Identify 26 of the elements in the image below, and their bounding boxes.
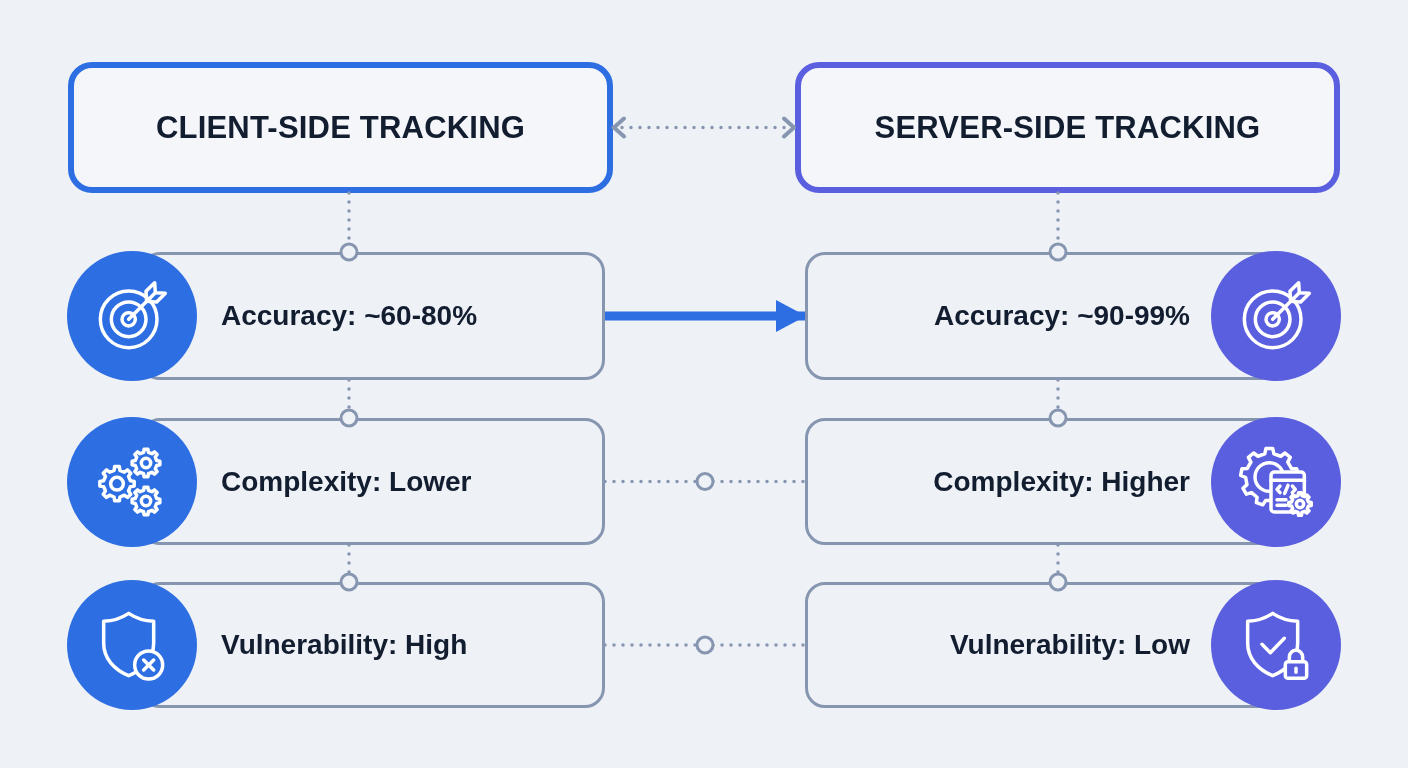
metric-row-box — [67, 582, 605, 708]
metric-label: Accuracy: ~60-80% — [221, 300, 478, 332]
dotted-connector — [1048, 378, 1068, 428]
metric-row-box — [67, 252, 605, 380]
dotted-connector — [603, 479, 807, 484]
dotted-connector — [339, 191, 359, 262]
metric-label: Accuracy: ~90-99% — [933, 300, 1190, 332]
metric-row-box — [805, 252, 1341, 380]
dotted-connector — [1048, 543, 1068, 592]
metric-label: Vulnerability: High — [221, 629, 468, 661]
metric-label: Vulnerability: Low — [949, 629, 1190, 661]
dotted-connector — [603, 643, 807, 647]
metric-row-box — [805, 418, 1341, 545]
dotted-connector — [339, 378, 359, 428]
arrow — [605, 300, 806, 332]
metric-row-box — [805, 582, 1341, 708]
double-headed-arrow — [611, 116, 797, 139]
dotted-connector — [1048, 191, 1068, 262]
heading-text: SERVER-SIDE TRACKING — [874, 109, 1261, 146]
metric-row-box — [67, 418, 605, 545]
metric-label: Complexity: Higher — [933, 465, 1190, 498]
heading-text: CLIENT-SIDE TRACKING — [155, 109, 526, 146]
dotted-connector — [339, 543, 359, 592]
header-box — [68, 62, 613, 193]
header-box — [795, 62, 1340, 193]
metric-label: Complexity: Lower — [221, 465, 472, 498]
